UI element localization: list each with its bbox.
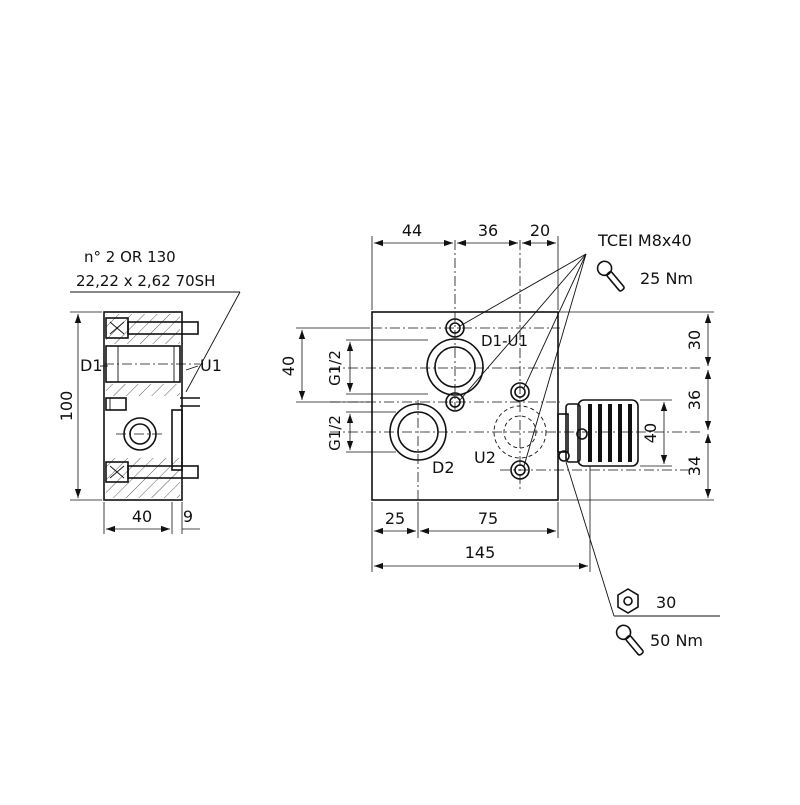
side-mounting-plate <box>171 409 183 471</box>
bolt-hole-mid <box>445 392 465 412</box>
port-d2-outer <box>389 403 447 461</box>
thread-upper: G1/2 <box>326 350 344 386</box>
dim-valve-40: 40 <box>641 423 660 443</box>
front-view: D1-U1 U2 D2 <box>279 221 720 656</box>
knob-body <box>577 399 639 467</box>
dim-left-40: 40 <box>279 356 298 376</box>
port-d1-u1-inner <box>434 346 476 388</box>
label-d1-u1: D1-U1 <box>481 332 528 350</box>
dim-bottom-75: 75 <box>478 509 498 528</box>
dim-top-20: 20 <box>530 221 550 240</box>
port-d1-u1-outer <box>426 338 484 396</box>
oring-spec-line1: n° 2 OR 130 <box>84 248 176 266</box>
lower-bolt-shank <box>127 465 199 479</box>
dim-top-36: 36 <box>478 221 498 240</box>
dim-right-36: 36 <box>685 390 704 410</box>
adjustment-knob <box>557 399 639 467</box>
hex-size: 30 <box>656 593 676 612</box>
bolt-hole-top <box>445 318 465 338</box>
dim-right-30: 30 <box>685 330 704 350</box>
wrench-icon-knob <box>615 624 644 656</box>
section-hatch-mid <box>106 384 180 396</box>
dim-height-100: 100 <box>57 391 76 422</box>
dim-depth-9: 9 <box>183 507 193 526</box>
dim-overall-145: 145 <box>465 543 496 562</box>
label-u2: U2 <box>474 448 496 467</box>
screw-torque: 25 Nm <box>640 269 693 288</box>
port-label-u1: U1 <box>200 356 222 375</box>
wrench-icon <box>596 260 625 292</box>
port-d2-inner <box>397 411 439 453</box>
front-body-outline <box>371 311 559 501</box>
port-label-d1: D1 <box>80 356 103 375</box>
thread-lower: G1/2 <box>326 415 344 451</box>
oring-leader <box>185 291 241 393</box>
bolt-hole-right-upper <box>510 382 530 402</box>
port-u2-hidden <box>493 405 547 459</box>
dim-width-40: 40 <box>132 507 152 526</box>
upper-bolt-shank <box>127 321 199 335</box>
knob-torque: 50 Nm <box>650 631 703 650</box>
oring-spec-line2: 22,22 x 2,62 70SH <box>76 272 215 290</box>
screw-spec: TCEI M8x40 <box>597 231 692 250</box>
label-d2: D2 <box>432 458 455 477</box>
hex-nut-icon <box>617 588 639 614</box>
dim-top-44: 44 <box>402 221 422 240</box>
dim-bottom-25: 25 <box>385 509 405 528</box>
dim-right-34: 34 <box>685 456 704 476</box>
bolt-hole-right-lower <box>510 460 530 480</box>
side-view: D1 U1 n° 2 OR 130 22,22 x 2,62 70SH 100 … <box>57 248 241 534</box>
